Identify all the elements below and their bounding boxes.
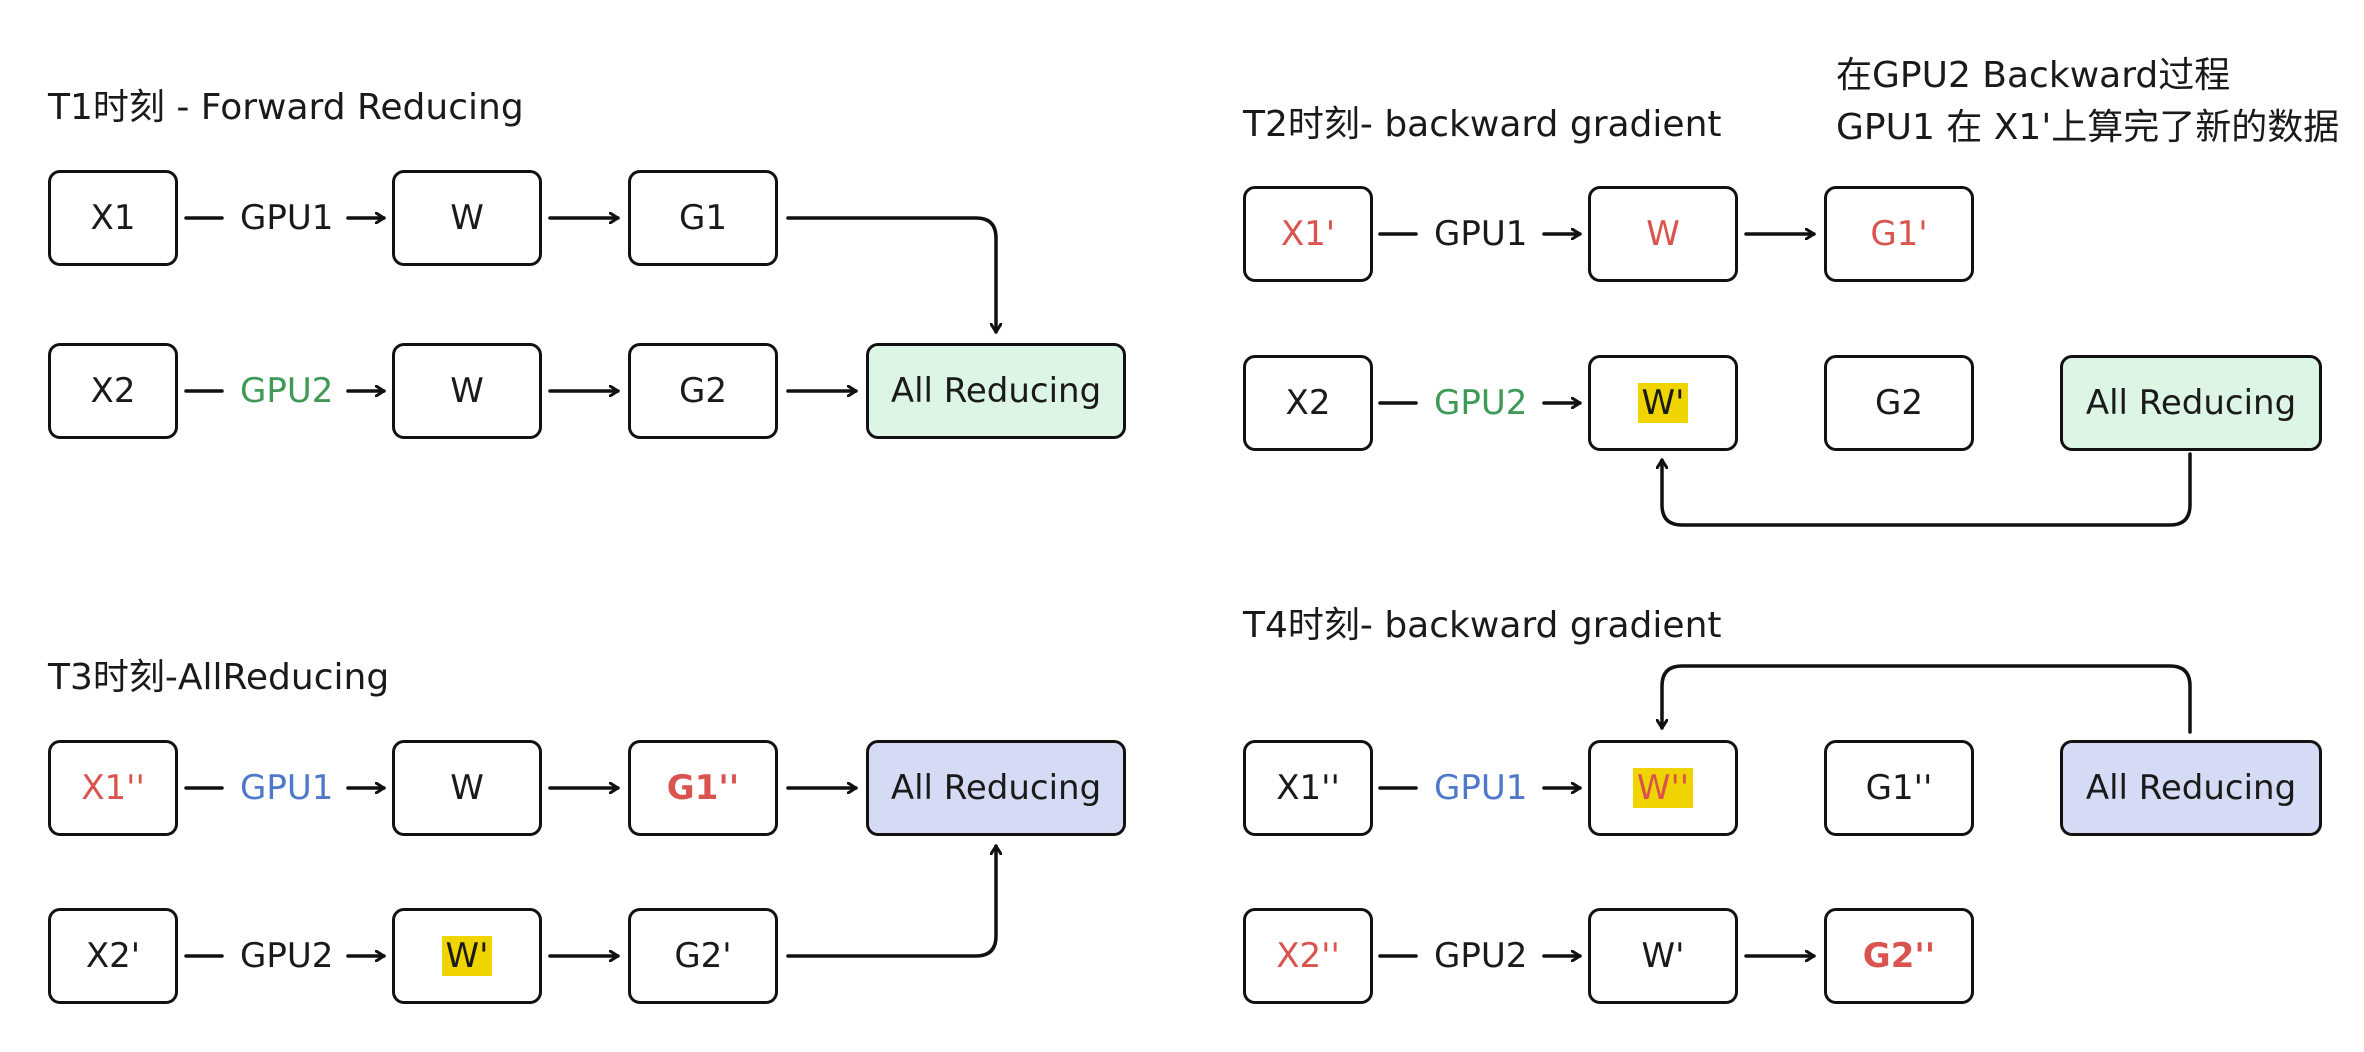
t4-r1-weight-box: W'': [1588, 740, 1738, 836]
t1-r2-gradient-label: G2: [679, 371, 727, 411]
t3-r2-gradient-label: G2': [674, 936, 732, 976]
t1-r1-weight-box: W: [392, 170, 542, 266]
t1-r2-weight-box: W: [392, 343, 542, 439]
t3-r2-input-box: X2': [48, 908, 178, 1004]
t1-r1-gpu-label: GPU1: [240, 198, 334, 238]
t4-r1-weight-label: W'': [1632, 768, 1694, 808]
t2-r1-weight-box: W: [1588, 186, 1738, 282]
t1-r1-gradient-label: G1: [679, 198, 727, 238]
t3-r2-weight-box: W': [392, 908, 542, 1004]
t2-r2-gradient-label: G2: [1875, 383, 1923, 423]
t4-r2-input-label: X2'': [1276, 936, 1340, 976]
t4-r1-input-box: X1'': [1243, 740, 1373, 836]
t4-all-reducing-label: All Reducing: [2085, 768, 2297, 808]
t4-r1-gradient-label: G1'': [1865, 768, 1933, 808]
t4-r2-gradient-box: G2'': [1824, 908, 1974, 1004]
t3-r1-input-box: X1'': [48, 740, 178, 836]
t2-r2-gpu-label: GPU2: [1434, 383, 1528, 423]
t1-r2-input-box: X2: [48, 343, 178, 439]
t1-r2-input-label: X2: [90, 371, 136, 411]
t2-r1-input-box: X1': [1243, 186, 1373, 282]
t2-r2-input-box: X2: [1243, 355, 1373, 451]
t3-r1-gpu-label: GPU1: [240, 768, 334, 808]
arrow-t3-g2-reduce: [786, 844, 996, 958]
t1-r2-weight-label: W: [450, 371, 484, 411]
t1-all-reducing-label: All Reducing: [890, 371, 1102, 411]
t2-r1-weight-label: W: [1646, 214, 1680, 254]
t3-r2-gradient-box: G2': [628, 908, 778, 1004]
t3-r1-gradient-box: G1'': [628, 740, 778, 836]
t2-r1-gradient-label: G1': [1870, 214, 1928, 254]
t4-r2-input-box: X2'': [1243, 908, 1373, 1004]
t4-r2-gpu-label: GPU2: [1434, 936, 1528, 976]
t2-r1-gpu-label: GPU1: [1434, 214, 1528, 254]
t3-r1-input-label: X1'': [81, 768, 145, 808]
arrow-t2-reduce-w: [1662, 452, 2192, 527]
t2-r2-input-label: X2: [1285, 383, 1331, 423]
panel-t2-title: T2时刻- backward gradient: [1243, 104, 1722, 145]
panel-t1-title: T1时刻 - Forward Reducing: [48, 87, 524, 128]
t3-all-reducing-box: All Reducing: [866, 740, 1126, 836]
t4-r2-weight-label: W': [1641, 936, 1685, 976]
t3-r1-weight-label: W: [450, 768, 484, 808]
arrow-t4-reduce-w: [1662, 664, 2192, 734]
t1-r1-gradient-box: G1: [628, 170, 778, 266]
t1-r1-input-label: X1: [90, 198, 136, 238]
arrow-t1-g1-reduce: [786, 216, 996, 334]
t2-r2-gradient-box: G2: [1824, 355, 1974, 451]
t1-r1-input-box: X1: [48, 170, 178, 266]
t3-r2-gpu-label: GPU2: [240, 936, 334, 976]
t1-r1-weight-label: W: [450, 198, 484, 238]
t3-r1-weight-box: W: [392, 740, 542, 836]
t1-all-reducing-box: All Reducing: [866, 343, 1126, 439]
t4-r1-gradient-box: G1'': [1824, 740, 1974, 836]
t3-all-reducing-label: All Reducing: [890, 768, 1102, 808]
t4-r2-gradient-label: G2'': [1862, 936, 1936, 976]
t4-r1-gpu-label: GPU1: [1434, 768, 1528, 808]
t2-r1-gradient-box: G1': [1824, 186, 1974, 282]
panel-t4-title: T4时刻- backward gradient: [1243, 605, 1722, 646]
t2-note-line2: GPU1 在 X1'上算完了新的数据: [1836, 107, 2340, 148]
t2-all-reducing-label: All Reducing: [2085, 383, 2297, 423]
t1-r2-gpu-label: GPU2: [240, 371, 334, 411]
t3-r2-weight-label: W': [441, 936, 493, 976]
t2-r1-input-label: X1': [1280, 214, 1336, 254]
t1-r2-gradient-box: G2: [628, 343, 778, 439]
t2-all-reducing-box: All Reducing: [2060, 355, 2322, 451]
t3-r1-gradient-label: G1'': [666, 768, 740, 808]
panel-t3-title: T3时刻-AllReducing: [48, 657, 390, 698]
t2-r2-weight-box: W': [1588, 355, 1738, 451]
t4-all-reducing-box: All Reducing: [2060, 740, 2322, 836]
t3-r2-input-label: X2': [85, 936, 141, 976]
t4-r1-input-label: X1'': [1276, 768, 1340, 808]
t2-note-line1: 在GPU2 Backward过程: [1836, 55, 2231, 96]
t4-r2-weight-box: W': [1588, 908, 1738, 1004]
t2-r2-weight-label: W': [1637, 383, 1689, 423]
